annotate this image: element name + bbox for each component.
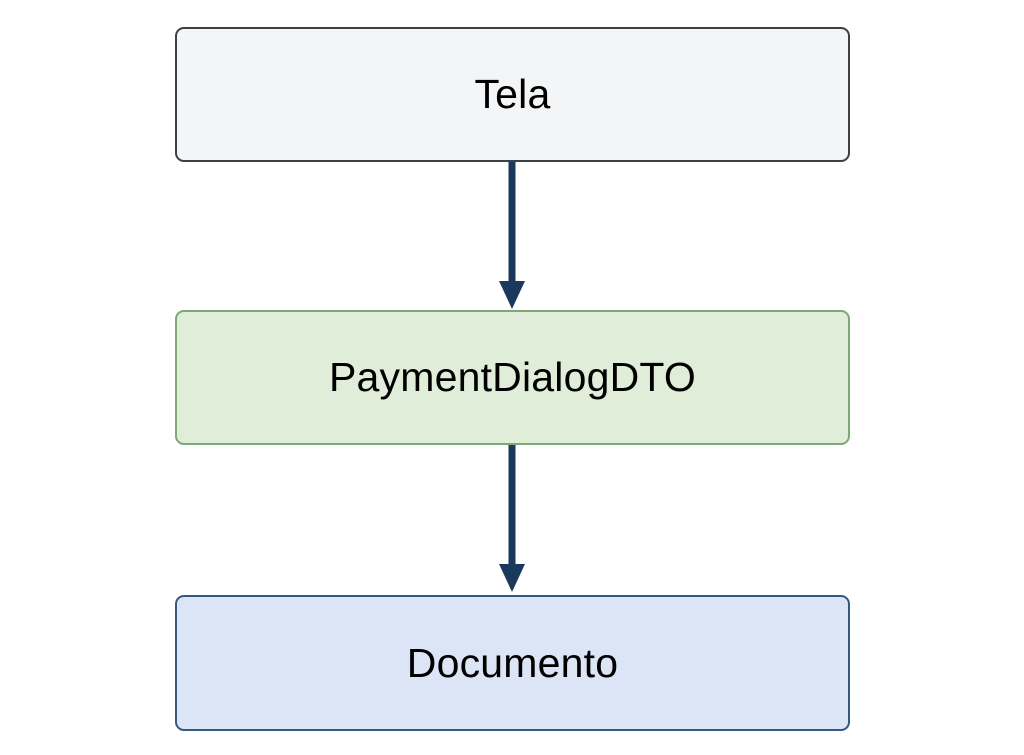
node-label-documento: Documento <box>406 639 619 686</box>
arrowhead-icon <box>499 281 525 309</box>
node-label-tela: Tela <box>474 71 551 117</box>
diagram-node-tela[interactable]: Tela <box>175 27 850 162</box>
arrowhead-icon <box>499 564 525 592</box>
diagram-node-payment-dialog-dto[interactable]: PaymentDialogDTO <box>175 310 850 445</box>
node-label-payment-dialog-dto: PaymentDialogDTO <box>328 354 697 400</box>
diagram-node-documento[interactable]: Documento <box>175 595 850 731</box>
